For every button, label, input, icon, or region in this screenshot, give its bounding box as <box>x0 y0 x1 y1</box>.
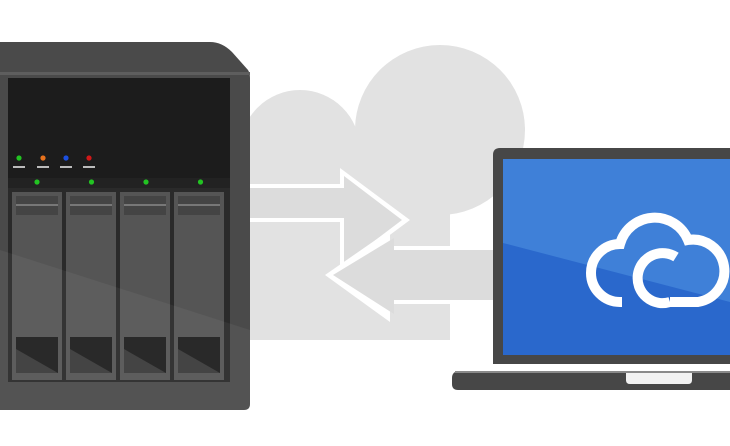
led-blue-icon <box>63 155 69 161</box>
status-leds <box>13 155 95 168</box>
sync-arrows-icon <box>250 168 510 322</box>
led-green-icon <box>16 155 22 161</box>
nas-front-panel <box>8 78 230 178</box>
led-orange-icon <box>40 155 46 161</box>
laptop-trackpad-notch <box>626 373 692 384</box>
drive-led-icon <box>34 179 40 185</box>
cloud-sync-icon <box>586 212 730 309</box>
drive-led-icon <box>143 179 149 185</box>
led-red-icon <box>86 155 92 161</box>
drive-bay <box>12 179 62 380</box>
nas-device-icon <box>0 42 250 410</box>
drive-led-icon <box>88 179 95 185</box>
drive-bay <box>174 179 224 380</box>
drive-bay <box>66 179 116 380</box>
laptop-icon <box>452 148 730 390</box>
drive-bay <box>120 179 170 380</box>
drive-led-icon <box>197 179 204 185</box>
